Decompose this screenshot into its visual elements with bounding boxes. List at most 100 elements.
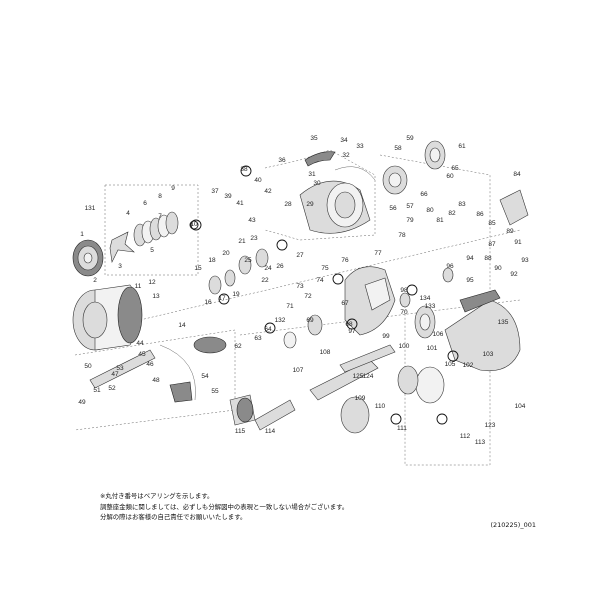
callout-23: 23 <box>250 235 258 242</box>
callout-92: 92 <box>510 271 518 278</box>
callout-28: 28 <box>284 201 292 208</box>
callout-84: 84 <box>513 171 521 178</box>
callout-97: 97 <box>348 328 356 335</box>
callout-10: 10 <box>190 221 198 228</box>
callout-6: 6 <box>143 200 147 207</box>
callout-64: 64 <box>264 326 272 333</box>
callout-42: 42 <box>264 188 272 195</box>
callout-56: 56 <box>389 205 397 212</box>
callout-68: 68 <box>345 321 353 328</box>
callout-34: 34 <box>340 137 348 144</box>
callout-19: 19 <box>232 291 240 298</box>
callout-100: 100 <box>399 343 410 350</box>
callout-38: 38 <box>240 166 248 173</box>
body-group-box <box>379 154 491 466</box>
callout-99: 99 <box>382 333 390 340</box>
callout-32: 32 <box>342 152 350 159</box>
callout-104: 104 <box>515 403 526 410</box>
callout-67: 67 <box>341 300 349 307</box>
callout-53: 53 <box>116 365 124 372</box>
callout-3: 3 <box>118 263 122 270</box>
callout-61: 61 <box>458 143 466 150</box>
callout-112: 112 <box>460 433 471 440</box>
handle-arm <box>89 344 196 403</box>
note-line-3: 分解の際はお客様の自己責任でお願いいたします。 <box>100 513 247 521</box>
callout-14: 14 <box>178 322 186 329</box>
callout-76: 76 <box>341 257 349 264</box>
callout-44: 44 <box>136 340 144 347</box>
callout-81: 81 <box>436 217 444 224</box>
knob-assembly <box>340 365 445 434</box>
callout-8: 8 <box>158 193 162 200</box>
drive-gear <box>414 305 436 339</box>
callout-89: 89 <box>506 228 514 235</box>
bail-arm <box>304 151 376 181</box>
callout-108: 108 <box>320 349 331 356</box>
callout-77: 77 <box>374 250 382 257</box>
callout-87: 87 <box>488 241 496 248</box>
bail-trip <box>499 189 529 226</box>
callout-55: 55 <box>211 388 219 395</box>
callout-49: 49 <box>78 399 86 406</box>
callout-86: 86 <box>476 211 484 218</box>
callout-62: 62 <box>234 343 242 350</box>
callout-57: 57 <box>406 203 414 210</box>
callout-65: 65 <box>451 165 459 172</box>
callout-11: 11 <box>135 283 142 290</box>
callout-93: 93 <box>521 257 529 264</box>
callout-48: 48 <box>152 377 160 384</box>
callout-4: 4 <box>126 210 130 217</box>
callout-82: 82 <box>448 210 456 217</box>
callout-15: 15 <box>194 265 202 272</box>
callout-41: 41 <box>236 200 244 207</box>
callout-110: 110 <box>375 403 386 410</box>
callout-27: 27 <box>296 252 304 259</box>
callout-96: 96 <box>446 263 454 270</box>
callout-135: 135 <box>498 319 509 326</box>
notes-block: ※丸付き番号はベアリングを示します。 調整座金類に関しましては、必ずしも分解図中… <box>100 491 430 523</box>
callout-88: 88 <box>484 255 492 262</box>
callout-85: 85 <box>488 220 496 227</box>
line-roller-parts <box>193 248 454 354</box>
callout-114: 114 <box>265 428 276 435</box>
callout-46: 46 <box>146 361 154 368</box>
callout-109: 109 <box>355 395 366 402</box>
callout-63: 63 <box>254 335 262 342</box>
callout-79: 79 <box>406 217 414 224</box>
callout-111: 111 <box>397 425 407 432</box>
drag-knob <box>72 239 104 277</box>
callout-39: 39 <box>224 193 232 200</box>
callout-60: 60 <box>446 173 454 180</box>
callout-35: 35 <box>310 135 318 142</box>
callout-125: 125 <box>353 373 364 380</box>
callout-47: 47 <box>111 371 119 378</box>
callout-33: 33 <box>356 143 364 150</box>
callout-16: 16 <box>204 299 212 306</box>
callout-102: 102 <box>463 362 474 369</box>
callout-20: 20 <box>222 250 230 257</box>
callout-80: 80 <box>426 207 434 214</box>
callout-74: 74 <box>316 277 324 284</box>
callout-43: 43 <box>248 217 256 224</box>
callout-30: 30 <box>313 180 321 187</box>
oscillation-arm <box>309 344 396 401</box>
callout-40: 40 <box>254 177 262 184</box>
callout-31: 31 <box>308 171 316 178</box>
callout-2: 2 <box>93 277 97 284</box>
callout-37: 37 <box>211 188 219 195</box>
callout-115: 115 <box>235 428 246 435</box>
callout-69: 69 <box>306 317 314 324</box>
spool <box>72 284 143 351</box>
callout-78: 78 <box>398 232 406 239</box>
drag-washers <box>109 211 199 263</box>
callout-133: 133 <box>425 303 436 310</box>
callout-12: 12 <box>148 279 156 286</box>
callout-72: 72 <box>304 293 312 300</box>
callout-83: 83 <box>458 201 466 208</box>
callout-29: 29 <box>306 201 314 208</box>
callout-66: 66 <box>420 191 428 198</box>
callout-70: 70 <box>400 309 408 316</box>
bearing-markers <box>190 165 459 425</box>
callout-1: 1 <box>80 231 84 238</box>
callout-54: 54 <box>201 373 209 380</box>
